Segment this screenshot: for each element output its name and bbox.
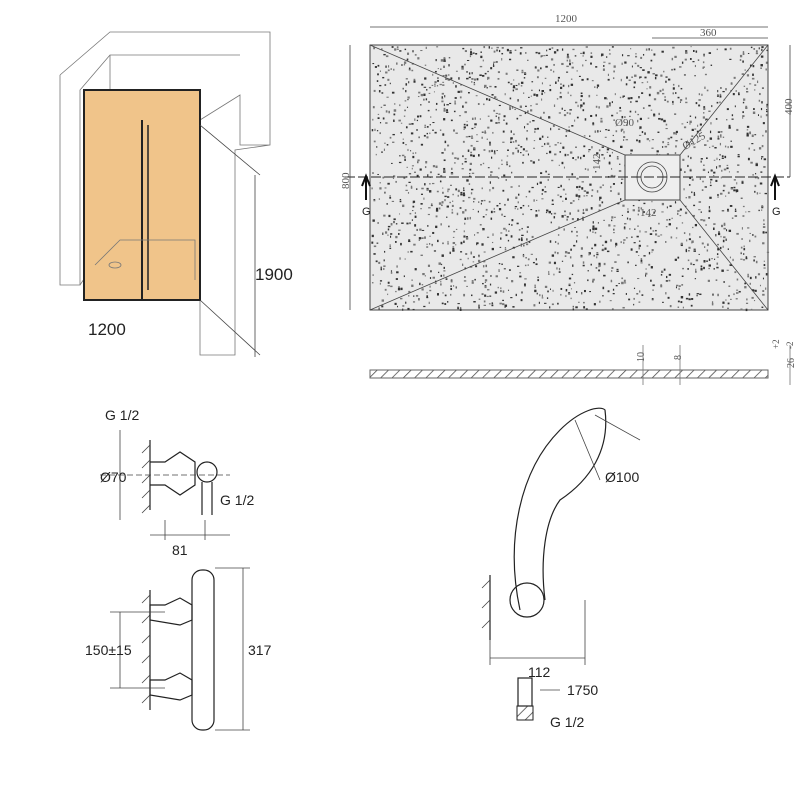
thermostat-mixer-front-view: 150±15 317 (85, 567, 272, 731)
mixer-diameter-label: Ø70 (100, 469, 127, 485)
hose-connection-label: G 1/2 (550, 714, 584, 730)
profile-depth-2-label: 8 (673, 355, 684, 360)
tray-offset-x-label: 360 (700, 27, 717, 39)
hose (517, 677, 533, 707)
inlet-thread-label: G 1/2 (105, 407, 139, 423)
shower-tray-plan: 1200 360 400 800 Ø90 Ø125 142 142 G G (340, 13, 795, 312)
shower-tray-profile: 10 8 26 +2 -2 (369, 339, 797, 385)
drain-height-label: 142 (591, 154, 603, 171)
thermostat-mixer-top-view: G 1/2 Ø70 G 1/2 81 (100, 407, 254, 558)
section-right-label: G (772, 206, 781, 218)
tolerance-plus-label: +2 (771, 339, 781, 349)
shower-projection-label: 112 (528, 664, 551, 680)
cabin-width-label: 1200 (88, 320, 126, 339)
section-arrow-left (361, 173, 371, 200)
shower-cabin-drawing: 1900 1200 (59, 31, 293, 357)
section-left-label: G (362, 206, 371, 218)
section-arrow-right (770, 173, 780, 200)
holder (509, 582, 545, 618)
hose-length-label: 1750 (567, 682, 598, 698)
outlet-thread-label: G 1/2 (220, 492, 254, 508)
cabin-walls (59, 31, 271, 356)
hand-shower-drawing: Ø100 112 1750 G 1/2 (481, 407, 641, 730)
hose-nut (516, 705, 534, 721)
mixer-spacing-label: 150±15 (85, 642, 132, 658)
profile-depth-1-label: 10 (636, 352, 647, 362)
shower-head-diameter-label: Ø100 (605, 469, 639, 485)
drain-inner-label: Ø90 (615, 117, 634, 129)
cabin-height-label: 1900 (255, 265, 293, 284)
tolerance-minus-label: -2 (785, 342, 795, 350)
tray-length-label: 1200 (555, 13, 578, 25)
mixer-body (191, 569, 215, 731)
mixer-depth-label: 81 (172, 542, 188, 558)
tray-width-label: 800 (340, 172, 352, 189)
tray-offset-y-label: 400 (783, 98, 795, 115)
drain-width-label: 142 (640, 207, 657, 219)
mixer-length-label: 317 (248, 642, 272, 658)
tray-thickness-label: 26 (786, 358, 797, 368)
